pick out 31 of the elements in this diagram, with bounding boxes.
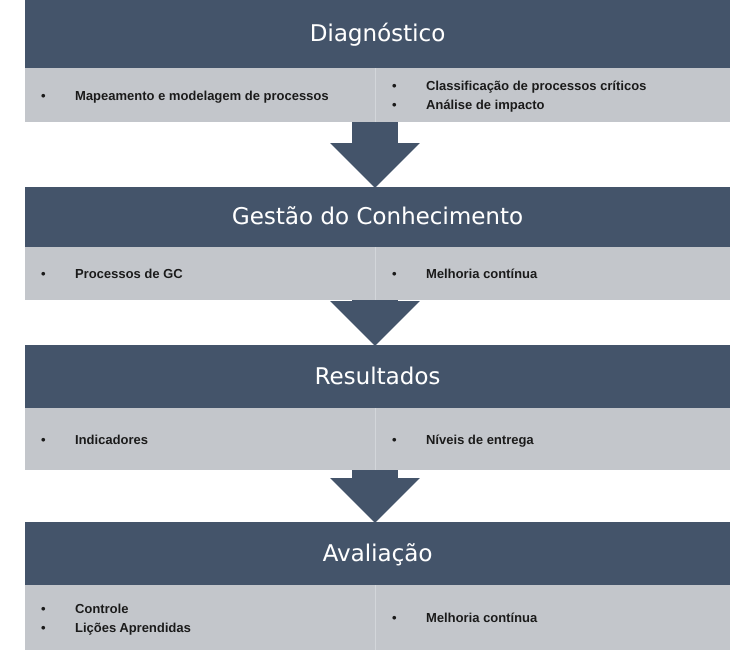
stage-header: Diagnóstico — [25, 0, 730, 68]
bullet-item: Níveis de entrega — [426, 430, 534, 448]
block-arrow — [330, 470, 420, 523]
block-arrow — [330, 122, 420, 188]
bullet-item: Processos de GC — [75, 265, 183, 282]
stage-header: Resultados — [25, 345, 730, 408]
bullet-mark: • — [392, 265, 398, 282]
bullet-mark: • — [392, 77, 398, 94]
bullet-item: Análise de impacto — [426, 96, 544, 113]
bullet-mark: • — [392, 96, 398, 113]
stage-panel — [25, 187, 730, 300]
bullet-item: Melhoria contínua — [426, 609, 538, 626]
stage-header: Gestão do Conhecimento — [25, 187, 730, 247]
bullet-mark: • — [41, 265, 47, 282]
bullet-mark: • — [392, 430, 398, 448]
bullet-mark: • — [41, 600, 47, 616]
bullet-mark: • — [41, 618, 47, 636]
stage-panel — [25, 0, 730, 122]
stage-panel — [25, 345, 730, 470]
block-arrow — [330, 300, 420, 346]
bullet-item: Indicadores — [75, 430, 148, 448]
bullet-item: Classificação de processos críticos — [426, 77, 646, 94]
bullet-item: Lições Aprendidas — [75, 618, 191, 636]
bullet-item: Controle — [75, 600, 128, 616]
bullet-item: Melhoria contínua — [426, 265, 538, 282]
bullet-item: Mapeamento e modelagem de processos — [75, 86, 329, 104]
bullet-mark: • — [41, 86, 47, 104]
bullet-mark: • — [392, 609, 398, 626]
stage-panel — [25, 522, 730, 650]
bullet-mark: • — [41, 430, 47, 448]
stage-header: Avaliação — [25, 522, 730, 585]
